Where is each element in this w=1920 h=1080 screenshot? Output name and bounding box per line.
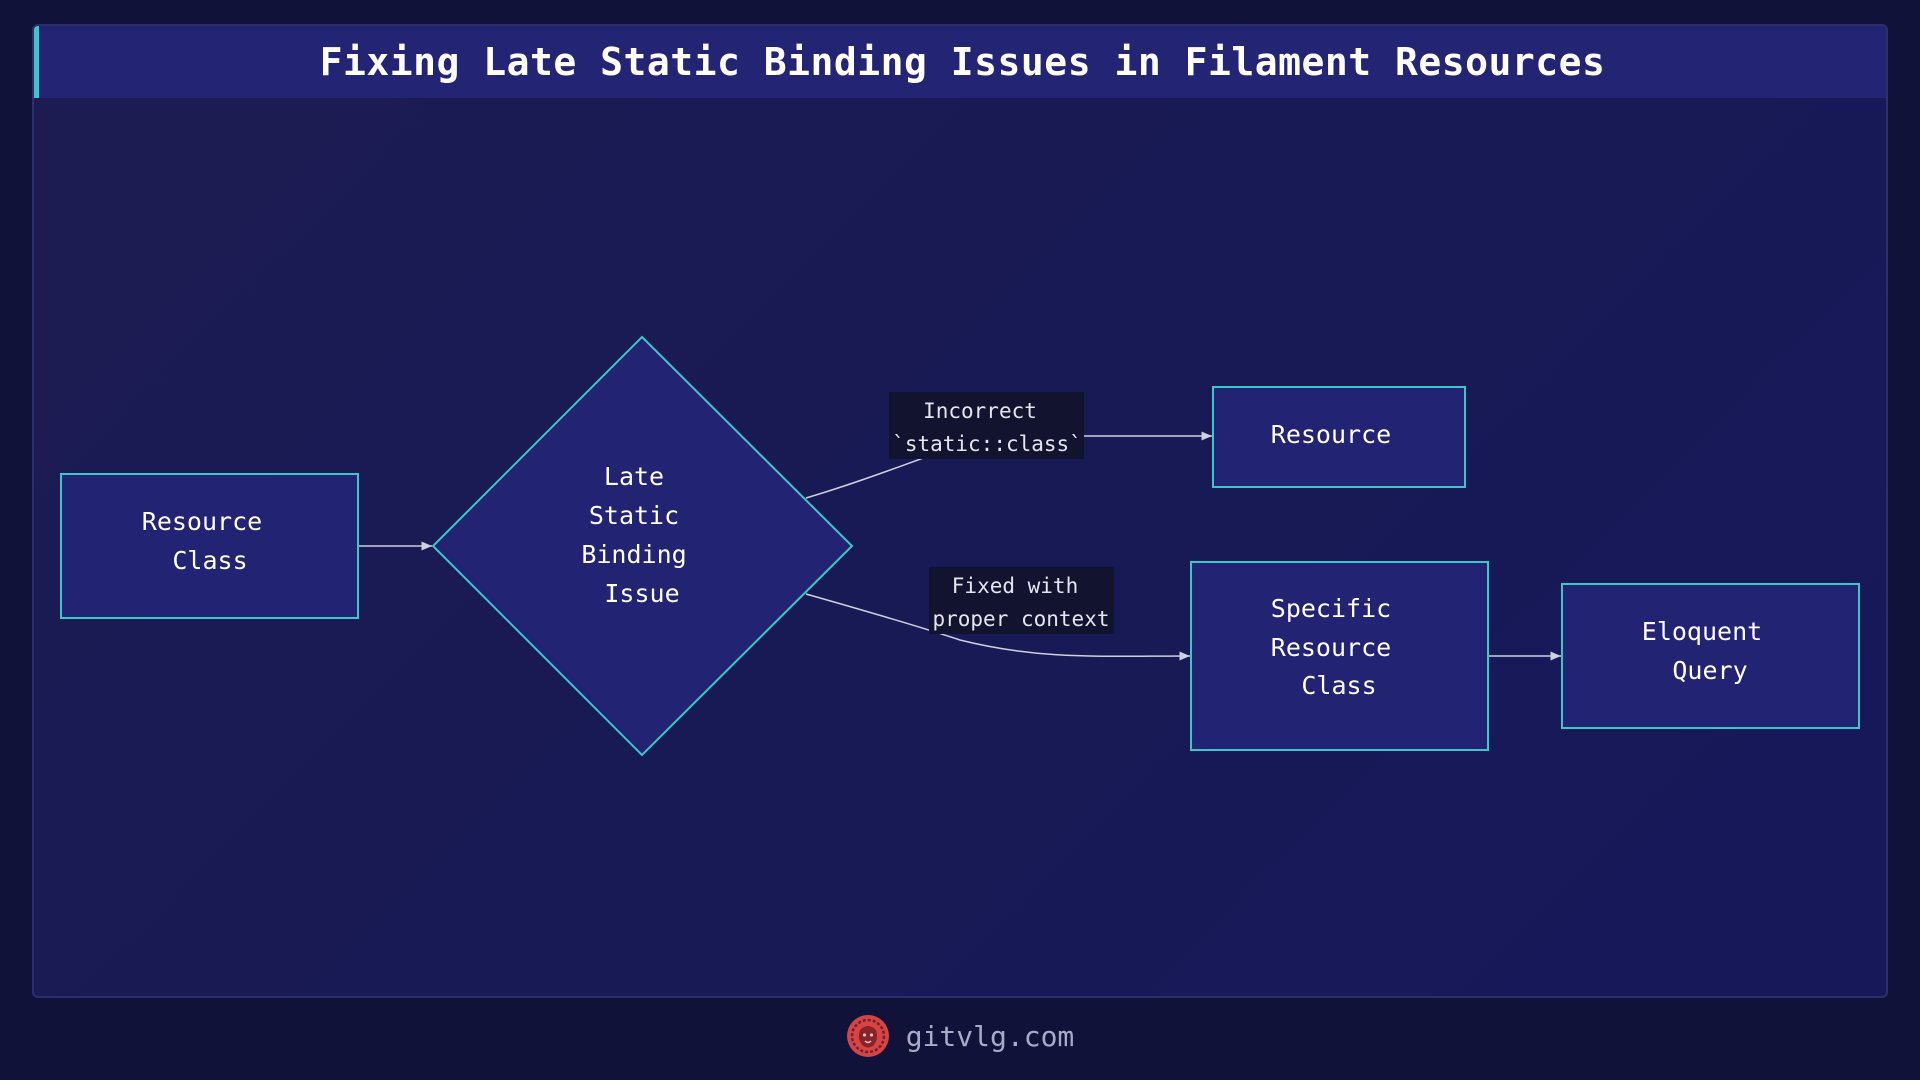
node-specific-line-1: Specific: [1271, 594, 1391, 623]
node-resource-class: Resource Class: [60, 473, 359, 619]
node-eloquent-query: Eloquent Query: [1561, 583, 1860, 729]
node-resource-class-line-1: Resource: [142, 507, 262, 536]
node-eloquent-line-1: Eloquent: [1642, 617, 1762, 646]
node-lsb-issue-line-2: Static: [589, 501, 679, 530]
node-lsb-issue-decision: Late Static Binding Issue: [431, 335, 854, 757]
lion-logo-icon: [846, 1015, 889, 1057]
node-specific-line-3: Class: [1301, 671, 1376, 700]
edge-fixed: [805, 593, 1191, 661]
edge-label-fixed: Fixed with proper context: [929, 567, 1114, 634]
node-resource-line-1: Resource: [1271, 420, 1391, 449]
title-bar: Fixing Late Static Binding Issues in Fil…: [34, 26, 1886, 98]
edge-label-fixed-line-2: proper context: [932, 607, 1109, 631]
node-lsb-issue-line-1: Late: [604, 462, 664, 491]
node-specific-resource-class: Specific Resource Class: [1190, 561, 1489, 751]
node-lsb-issue-line-3: Binding: [581, 540, 686, 569]
node-lsb-issue-line-4: Issue: [604, 579, 679, 608]
edge-label-incorrect-line-2: `static::class`: [892, 432, 1082, 456]
node-resource: Resource: [1212, 386, 1466, 488]
edge-label-incorrect-line-1: Incorrect: [923, 399, 1037, 423]
edge-label-incorrect: Incorrect `static::class`: [889, 392, 1084, 459]
node-resource-class-line-2: Class: [172, 546, 247, 575]
page-title: Fixing Late Static Binding Issues in Fil…: [319, 40, 1606, 84]
node-eloquent-line-2: Query: [1672, 656, 1747, 685]
node-specific-line-2: Resource: [1271, 633, 1391, 662]
footer: gitvlg.com: [0, 1010, 1920, 1062]
footer-site-link[interactable]: gitvlg.com: [905, 1019, 1075, 1053]
edge-label-fixed-line-1: Fixed with: [952, 574, 1078, 598]
